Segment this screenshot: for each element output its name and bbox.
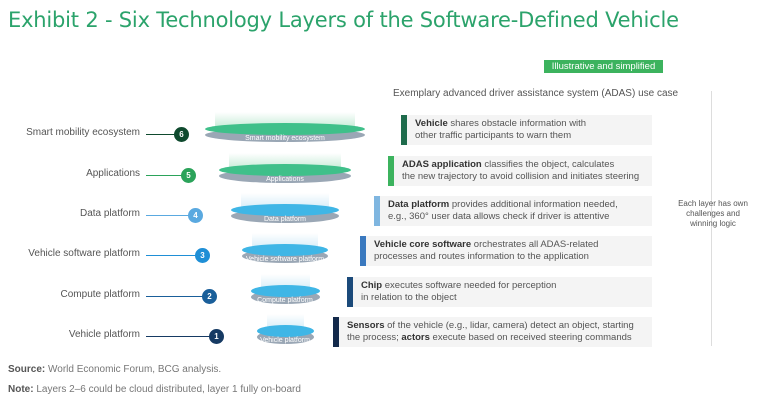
platform-label: Vehicle platform	[260, 337, 310, 344]
illustrative-tag: Illustrative and simplified	[544, 60, 663, 73]
layer-number-badge: 5	[181, 168, 196, 183]
platform-disk-top	[231, 204, 339, 216]
layer-description: Chip executes software needed for percep…	[347, 277, 652, 307]
desc-text: classifies the object, calculates	[481, 159, 615, 170]
connector-line	[146, 255, 202, 256]
platform-label: Vehicle software platform	[245, 256, 325, 263]
layer-number-badge: 1	[209, 329, 224, 344]
connector-line	[146, 336, 216, 337]
page-title: Exhibit 2 - Six Technology Layers of the…	[8, 8, 679, 32]
desc-text: in relation to the object	[361, 292, 457, 303]
color-bar	[333, 317, 339, 347]
desc-bold: Vehicle core software	[374, 239, 472, 250]
description-text: Vehicle core software orchestrates all A…	[374, 239, 598, 263]
desc-bold: Sensors	[347, 320, 385, 331]
layer-description: Vehicle shares obstacle information with…	[401, 115, 652, 145]
connector-line	[146, 175, 188, 176]
description-text: Sensors of the vehicle (e.g., lidar, cam…	[347, 320, 634, 344]
color-bar	[388, 156, 394, 186]
desc-text: e.g., 360° user data allows check if dri…	[388, 211, 610, 222]
use-case-header: Exemplary advanced driver assistance sys…	[393, 88, 679, 99]
layer-label: Applications	[86, 168, 140, 179]
desc-text: the new trajectory to avoid collision an…	[402, 171, 640, 182]
desc-text: processes and routes information to the …	[374, 251, 589, 262]
description-text: Data platform provides additional inform…	[388, 199, 618, 223]
desc-text: the process;	[347, 332, 402, 343]
color-bar	[347, 277, 353, 307]
desc-bold: Vehicle	[415, 118, 448, 129]
note: Note: Layers 2–6 could be cloud distribu…	[8, 384, 301, 395]
layer-description: Vehicle core software orchestrates all A…	[360, 236, 652, 266]
platform-disk-top	[256, 325, 314, 337]
color-bar	[401, 115, 407, 145]
desc-bold: ADAS application	[402, 159, 482, 170]
desc-text: executes software needed for perception	[382, 280, 557, 291]
color-bar	[360, 236, 366, 266]
source-text: World Economic Forum, BCG analysis.	[45, 364, 222, 375]
connector-line	[146, 134, 181, 135]
desc-text: other traffic participants to warn them	[415, 130, 572, 141]
desc-text: of the vehicle (e.g., lidar, camera) det…	[384, 320, 634, 331]
layer-description: ADAS application classifies the object, …	[388, 156, 652, 186]
platform-label: Applications	[266, 176, 304, 183]
platform-disk-top	[250, 285, 320, 297]
layer-label: Compute platform	[60, 289, 140, 300]
layer-label: Vehicle software platform	[28, 248, 140, 259]
layer-description: Data platform provides additional inform…	[374, 196, 652, 226]
desc-text: execute based on received steering comma…	[429, 332, 632, 343]
note-label: Note:	[8, 384, 34, 395]
layer-label: Vehicle platform	[68, 329, 140, 340]
description-text: ADAS application classifies the object, …	[402, 159, 639, 183]
layer-number-badge: 3	[195, 248, 210, 263]
source-label: Source:	[8, 364, 46, 375]
connector-line	[146, 215, 195, 216]
divider	[711, 91, 712, 346]
desc-text: orchestrates all ADAS-related	[471, 239, 599, 250]
desc-bold: Chip	[361, 280, 383, 291]
platform-label: Data platform	[263, 216, 307, 223]
platform-disk-top	[219, 164, 351, 176]
note-text: Layers 2–6 could be cloud distributed, l…	[33, 384, 301, 395]
source: Source: World Economic Forum, BCG analys…	[8, 364, 221, 375]
layer-label: Data platform	[79, 208, 140, 219]
layer-number-badge: 4	[188, 208, 203, 223]
platform-label: Smart mobility ecosystem	[245, 135, 325, 142]
connector-line	[146, 296, 209, 297]
platform-disk-top	[242, 244, 328, 256]
color-bar	[374, 196, 380, 226]
desc-bold: Data platform	[388, 199, 450, 210]
platform-label: Compute platform	[257, 297, 313, 304]
description-text: Vehicle shares obstacle information with…	[415, 118, 586, 142]
desc-text: provides additional information needed,	[449, 199, 618, 210]
layer-number-badge: 6	[174, 127, 189, 142]
side-note: Each layer has own challenges and winnin…	[678, 199, 748, 228]
layer-description: Sensors of the vehicle (e.g., lidar, cam…	[333, 317, 652, 347]
platform-disk-top	[205, 123, 365, 135]
desc-text: shares obstacle information with	[447, 118, 587, 129]
description-text: Chip executes software needed for percep…	[361, 280, 556, 304]
layer-number-badge: 2	[202, 289, 217, 304]
desc-bold: actors	[401, 332, 430, 343]
layer-label: Smart mobility ecosystem	[26, 127, 140, 138]
